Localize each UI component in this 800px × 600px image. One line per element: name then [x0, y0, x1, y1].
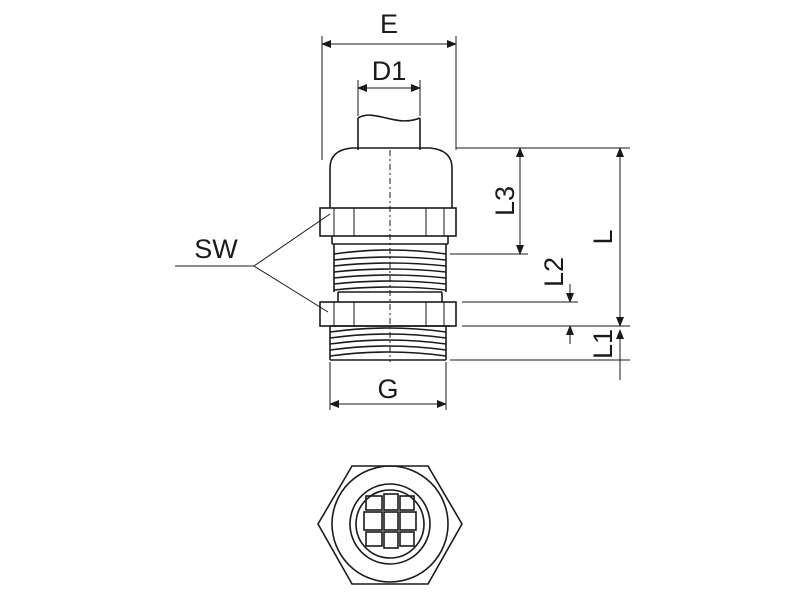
- dimension-d1: D1: [357, 56, 421, 116]
- top-view: [317, 465, 463, 585]
- dimension-l3: L3: [490, 147, 524, 255]
- label-l3: L3: [490, 186, 520, 216]
- lower-thread: [329, 326, 447, 361]
- label-g: G: [377, 374, 398, 404]
- dimension-g: G: [329, 362, 447, 410]
- upper-hex-nut: [319, 207, 457, 245]
- label-sw: SW: [194, 234, 238, 264]
- dimension-l2: L2: [539, 257, 574, 344]
- cable: [357, 114, 421, 150]
- right-extension-lines: [450, 147, 630, 361]
- label-l2: L2: [539, 257, 569, 287]
- dimension-l1: L1: [588, 329, 624, 380]
- seal-insert-grid: [363, 493, 417, 549]
- side-view: [319, 114, 457, 362]
- label-l: L: [588, 229, 618, 244]
- dimension-e: E: [321, 9, 457, 160]
- dome-cap: [329, 147, 453, 208]
- label-e: E: [380, 9, 398, 39]
- label-l1: L1: [588, 329, 618, 359]
- label-d1: D1: [372, 56, 407, 86]
- dimension-sw: SW: [175, 213, 331, 313]
- dimension-l: L: [588, 147, 624, 327]
- lower-hex-nut: [319, 301, 457, 327]
